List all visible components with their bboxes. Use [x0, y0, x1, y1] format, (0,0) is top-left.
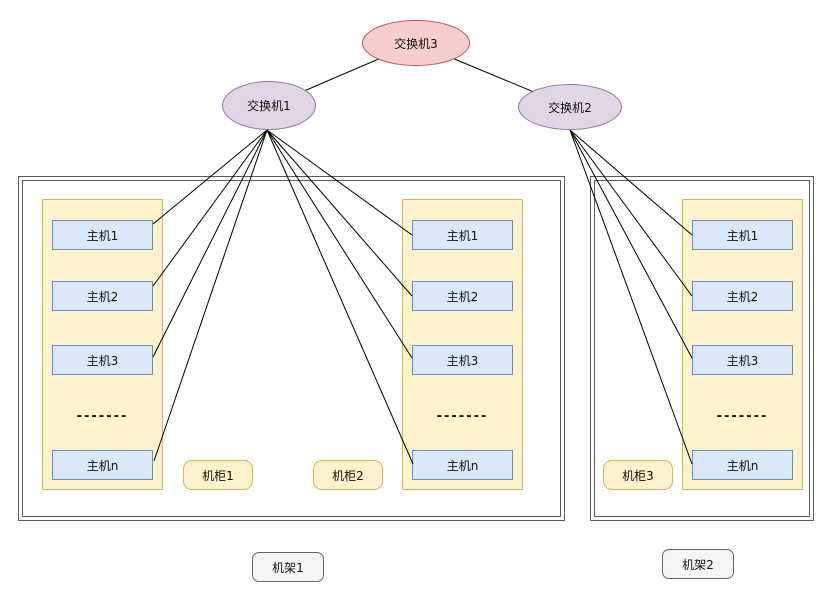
host-box: 主机3 — [692, 345, 793, 375]
switch-3-node: 交换机3 — [362, 20, 470, 66]
switch-2-node: 交换机2 — [518, 84, 622, 130]
rack-1-inner-border — [22, 180, 561, 517]
rack-2-label: 机架2 — [662, 549, 734, 579]
link-switch1-cab2-host3 — [266, 129, 413, 359]
link-switch1-cab1-host3 — [152, 129, 268, 358]
host-box: 主机2 — [412, 281, 513, 311]
link-switch1-cab1-host1 — [152, 129, 268, 225]
cabinet-1-label: 机柜1 — [183, 460, 253, 490]
link-switch1-cab2-hostn — [266, 129, 414, 465]
host-box: 主机1 — [412, 220, 513, 250]
host-box: 主机2 — [52, 281, 153, 311]
cabinet-3-label: 机柜3 — [603, 460, 673, 490]
ellipsis-dashes: ------- — [716, 409, 769, 424]
rack-2-inner-border — [594, 180, 810, 517]
link-switch1-cab1-host2 — [152, 129, 268, 287]
link-switch1-cab2-host2 — [266, 129, 413, 297]
host-box: 主机n — [412, 450, 513, 480]
host-box: 主机n — [52, 450, 153, 480]
host-box: 主机1 — [692, 220, 793, 250]
ellipsis-dashes: ------- — [436, 409, 489, 424]
switch-1-node: 交换机1 — [222, 81, 316, 130]
rack-1-label: 机架1 — [252, 552, 324, 582]
cabinet-2-label: 机柜2 — [313, 460, 383, 490]
host-box: 主机1 — [52, 220, 153, 250]
host-box: 主机3 — [412, 345, 513, 375]
ellipsis-dashes: ------- — [76, 409, 129, 424]
rack-1-frame — [18, 176, 565, 521]
rack-2-frame — [590, 176, 814, 521]
link-switch2-cab3-host3 — [569, 129, 693, 359]
link-switch2-cab3-host2 — [569, 129, 693, 297]
host-box: 主机3 — [52, 345, 153, 375]
link-switch1-cab1-hostn — [153, 129, 268, 462]
host-box: 主机n — [692, 450, 793, 480]
link-switch1-cab2-host1 — [266, 129, 413, 236]
link-switch2-cab3-hostn — [569, 129, 693, 465]
host-box: 主机2 — [692, 281, 793, 311]
link-switch2-cab3-host1 — [569, 129, 693, 236]
